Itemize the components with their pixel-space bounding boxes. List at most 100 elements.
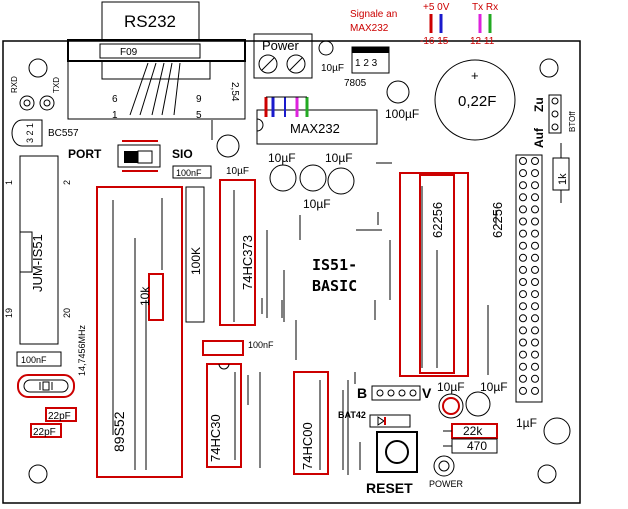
svg-text:Zu: Zu: [532, 97, 546, 112]
header-pin: [531, 362, 539, 371]
svg-text:BC557: BC557: [48, 128, 79, 139]
header-pin: [531, 314, 539, 323]
svg-text:Tx Rx: Tx Rx: [472, 2, 498, 13]
svg-text:100µF: 100µF: [385, 107, 419, 121]
svg-text:0,22F: 0,22F: [458, 93, 496, 110]
svg-text:MAX232: MAX232: [290, 121, 340, 136]
signal-legend: Signale an MAX232 +5 0V -16 15 Tx Rx 12 …: [350, 2, 498, 47]
svg-text:10µF: 10µF: [437, 380, 465, 394]
header-pin: [519, 181, 527, 190]
ic-max232: MAX232: [256, 96, 378, 145]
ic-74hc30: 74HC30: [206, 363, 261, 468]
svg-text:89S52: 89S52: [111, 411, 127, 452]
jumper-jum-is51: 1 2 19 20 JUM-IS51: [4, 155, 72, 345]
pin-header-outline: [515, 154, 543, 403]
svg-text:F09: F09: [120, 47, 138, 58]
ic-62256: 62256 62256: [399, 172, 505, 377]
svg-text:RESET: RESET: [366, 480, 413, 496]
svg-text:POWER: POWER: [429, 479, 464, 489]
header-pin: [531, 374, 539, 383]
svg-text:74HC00: 74HC00: [300, 422, 315, 470]
diode-bat42: BAT42: [338, 410, 411, 428]
regulator-7805: 10µF 7805 1 2 3: [318, 40, 390, 89]
svg-text:22pF: 22pF: [48, 411, 71, 422]
svg-text:19: 19: [4, 308, 14, 318]
svg-text:2,54: 2,54: [229, 82, 240, 102]
svg-text:62256: 62256: [490, 202, 505, 238]
svg-text:BAT42: BAT42: [338, 410, 366, 420]
svg-text:10µF: 10µF: [321, 63, 344, 74]
svg-text:JUM-IS51: JUM-IS51: [30, 234, 45, 292]
rxd-txd-leds: RXD TXD: [10, 76, 61, 111]
mounting-hole-br: [537, 464, 557, 484]
svg-text:2: 2: [62, 180, 72, 185]
svg-text:1 2 3: 1 2 3: [355, 58, 378, 69]
svg-text:22pF: 22pF: [33, 427, 56, 438]
header-pin: [531, 253, 539, 262]
svg-text:10k: 10k: [138, 286, 152, 306]
svg-text:100nF: 100nF: [248, 340, 274, 350]
svg-text:22k: 22k: [463, 424, 483, 438]
header-pin: [519, 338, 527, 347]
header-pin: [519, 169, 527, 178]
cap-1uf: 1µF: [516, 416, 571, 445]
ic-89s52: 89S52 10k: [96, 186, 183, 478]
header-pin: [531, 169, 539, 178]
svg-text:7805: 7805: [344, 78, 367, 89]
svg-text:PORT: PORT: [68, 147, 102, 161]
header-pin: [531, 157, 539, 165]
header-pin: [531, 302, 539, 311]
svg-text:100nF: 100nF: [21, 355, 47, 365]
rs232-connector: RS232 F09 6 1 9 5 2,54: [67, 1, 246, 121]
power-led: POWER: [429, 455, 464, 489]
power-connector: Power: [253, 33, 313, 79]
header-pin: [519, 241, 527, 250]
svg-text:+5 0V: +5 0V: [423, 2, 450, 13]
bv-connector: B V: [357, 385, 432, 401]
header-pin: [531, 205, 539, 214]
svg-text:1: 1: [112, 110, 118, 121]
svg-text:10µF: 10µF: [325, 151, 353, 165]
header-pin: [519, 302, 527, 311]
svg-text:MAX232: MAX232: [350, 23, 389, 34]
header-pin: [531, 241, 539, 250]
svg-text:TXD: TXD: [52, 77, 61, 93]
svg-text:Auf: Auf: [532, 127, 546, 148]
svg-text:20: 20: [62, 308, 72, 318]
header-pin: [531, 290, 539, 299]
is51-basic-label: IS51- BASIC: [312, 256, 357, 295]
transistor-bc557: 3 2 1 BC557: [11, 119, 79, 147]
supercap: + 0,22F: [434, 59, 516, 141]
header-pin: [519, 217, 527, 226]
ic-74hc373: 74HC373: [219, 179, 285, 326]
svg-text:SIO: SIO: [172, 147, 193, 161]
svg-text:10µF: 10µF: [268, 151, 296, 165]
svg-text:10µF: 10µF: [303, 197, 331, 211]
header-pin: [519, 157, 527, 165]
caps-10uf-bottom: 10µF 10µF: [437, 380, 508, 419]
resistor-100k: 100K: [185, 186, 205, 323]
header-pin: [519, 290, 527, 299]
header-pin: [519, 314, 527, 323]
svg-text:+: +: [471, 68, 479, 83]
cap-100nf-sio: 100nF: [172, 165, 212, 179]
header-pin: [531, 326, 539, 335]
pin-header: [515, 154, 543, 403]
header-pin: [519, 278, 527, 286]
caps-10uf-group: 10µF 10µF 10µF: [268, 151, 355, 211]
svg-text:RS232: RS232: [124, 12, 176, 31]
svg-text:74HC30: 74HC30: [208, 414, 223, 462]
reset-button: RESET: [366, 431, 418, 496]
cap-10uf-max: 10µF: [216, 134, 249, 177]
svg-text:9: 9: [196, 94, 202, 105]
header-pin: [519, 374, 527, 383]
svg-text:Power: Power: [262, 38, 300, 53]
crystal-label: 14,7456MHz: [77, 324, 87, 376]
svg-text:B: B: [357, 385, 367, 401]
header-pin: [519, 386, 527, 395]
battery-jumper: Auf Zu BTOff: [532, 94, 577, 148]
svg-text:RXD: RXD: [10, 76, 19, 93]
header-pin: [519, 350, 527, 359]
header-pin: [519, 265, 527, 274]
